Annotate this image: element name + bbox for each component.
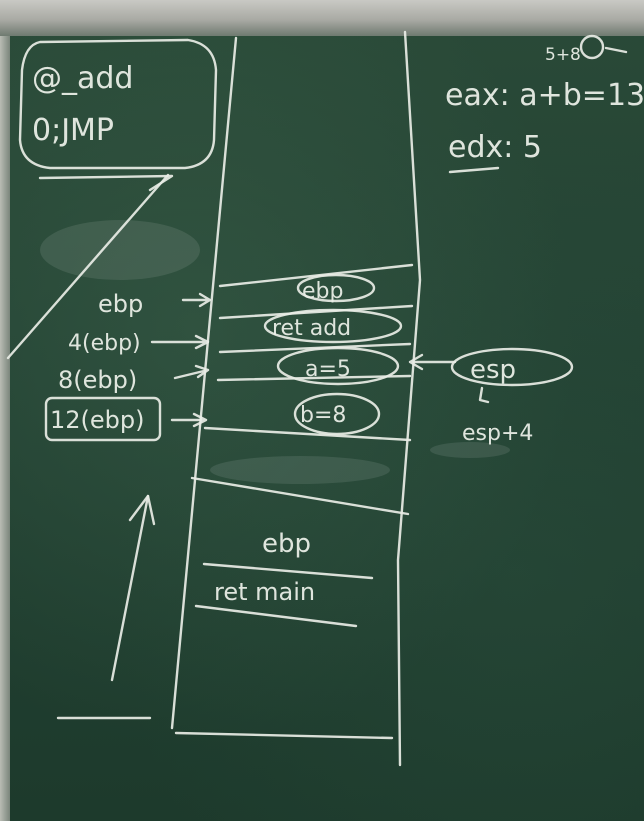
esp-label: esp [470,355,516,385]
code-line-1: @_add [32,61,133,96]
code-box: @_add 0;JMP [18,38,218,170]
pointer-8-ebp: 8(ebp) [58,366,137,394]
cell-a-circle [276,346,400,386]
stack-cell-lines [174,263,414,740]
eax-note: 5+8 [545,45,581,65]
pointer-labels: ebp 4(ebp) 8(ebp) 12(ebp) [44,290,212,442]
cell-ret-circle [263,308,403,344]
eax-value: eax: a+b=13 [445,78,644,113]
stack-walls [170,30,422,767]
board-frame-left [0,36,10,821]
growth-arrow [56,494,156,720]
register-notes: 5+8 eax: a+b=13 edx: 5 [445,34,644,174]
cell-ebp-circle [296,273,376,303]
pointer-ebp: ebp [98,290,143,318]
jump-arrow [6,173,174,360]
board-frame-top [0,0,644,36]
stack-cell-b: b=8 [300,403,346,428]
stack-cell-ebp: ebp [302,279,343,304]
esp-plus-4-label: esp+4 [462,421,533,446]
stack-cells: ebp ret add a=5 b=8 ebp ret main [214,273,403,606]
stack-cell-ret-add: ret add [272,316,351,341]
esp-pointer: esp esp+4 [408,347,574,446]
cell-b-circle [293,392,381,436]
code-line-2: 0;JMP [32,113,114,148]
pointer-12-ebp: 12(ebp) [50,406,145,434]
pointer-4-ebp: 4(ebp) [68,331,141,356]
edx-value: edx: 5 [448,130,542,165]
stack-cell-a: a=5 [305,357,351,382]
stack-cell-lower-ebp: ebp [262,529,311,559]
stack-cell-ret-main: ret main [214,578,315,606]
